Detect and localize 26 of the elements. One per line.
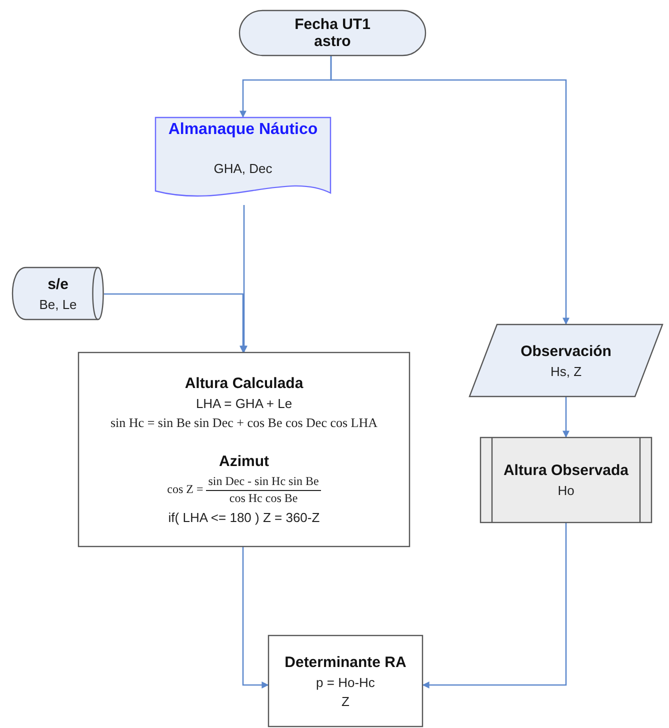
node-text: Z <box>342 694 350 708</box>
node-text: Ho <box>558 483 574 498</box>
numerator-text: sin Dec - sin Hc sin Be <box>206 474 321 490</box>
connector-arrow <box>562 397 570 438</box>
connector-arrow <box>330 56 570 325</box>
node-title: Observación <box>520 342 612 360</box>
node-text: p = Ho-Hc <box>316 674 375 690</box>
formula-text: sin Hc = sin Be sin Dec + cos Be cos Dec cos LHA <box>110 414 378 430</box>
node-text: LHA = GHA + Le <box>196 396 292 410</box>
node-title: Azimut <box>219 452 269 470</box>
connector-arrow <box>104 293 246 353</box>
node-title: Altura Calculada <box>184 374 304 392</box>
node-text: Hs, Z <box>550 364 582 378</box>
node-title: Almanaque Náutico <box>168 120 318 138</box>
connector-arrow <box>242 547 269 688</box>
connector-arrow <box>422 523 567 688</box>
node-title: Determinante RA <box>284 654 406 670</box>
node-title: s/e <box>48 276 68 292</box>
node-text: Be, Le <box>39 296 77 312</box>
node-title: Altura Observada <box>503 462 629 479</box>
formula-text: cos Z = <box>167 482 204 497</box>
connector-arrow <box>240 205 248 353</box>
denominator-text: cos Hc cos Be <box>229 490 298 506</box>
node-text: GHA, Dec <box>214 160 272 176</box>
node-text: if( LHA <= 180 ) Z = 360-Z <box>168 510 320 524</box>
node-title: Fecha UT1 astro <box>294 16 372 50</box>
